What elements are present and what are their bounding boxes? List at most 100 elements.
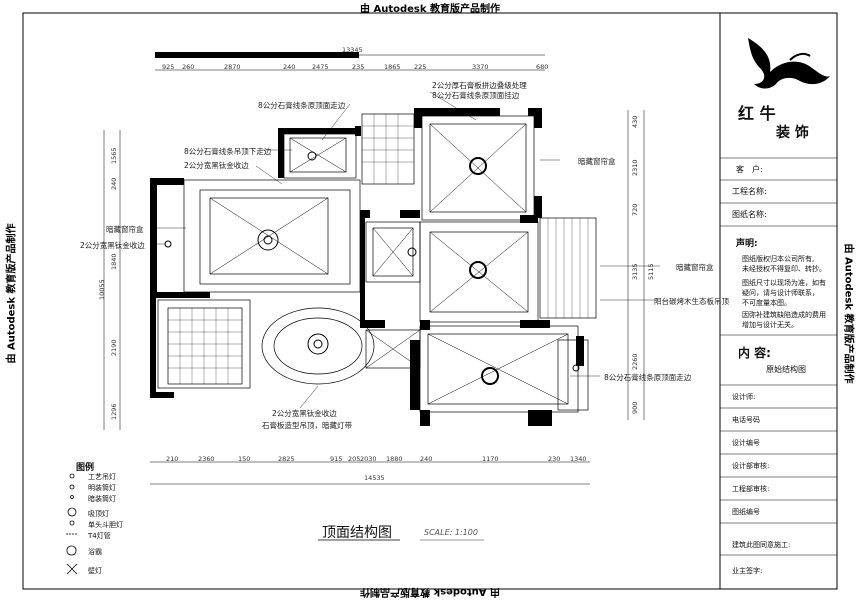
dim-bottom: 1340 (570, 455, 587, 463)
title-block-rows (720, 157, 837, 556)
drawing-title: 顶面结构图 (322, 525, 392, 541)
content-label: 内 容: (738, 346, 771, 360)
dim-bottom: 205 (348, 455, 361, 463)
phone-label: 电话号码 (732, 416, 760, 424)
recessed-downlight-icon (70, 495, 74, 499)
dim-right: 5115 (647, 263, 655, 280)
legend-title: 图例 (76, 463, 95, 473)
dim-top: 260 (182, 63, 195, 71)
dimension-lines (103, 54, 645, 485)
declaration-line: 图纸尺寸以现场为准，如有 (742, 279, 826, 287)
dim-bottom: 1170 (482, 455, 499, 463)
bull-logo (748, 38, 830, 89)
declaration-line: 未经授权不得复印、转抄。 (742, 265, 826, 273)
dim-right: 720 (631, 203, 639, 216)
dim-bottom: 2360 (198, 455, 215, 463)
dim-top: 225 (414, 63, 427, 71)
ceiling-light-icon (67, 507, 77, 517)
drawing-name-label: 图纸名称: (732, 210, 767, 219)
legend-item: 明装筒灯 (88, 484, 116, 492)
declaration-title: 声明: (736, 239, 758, 249)
light-fixtures (164, 151, 580, 385)
declaration-line: 不可度量本图。 (742, 299, 791, 307)
dim-top: 3370 (472, 63, 489, 71)
dim-top: 1865 (384, 63, 401, 71)
walls (150, 52, 584, 426)
dim-top: 240 (283, 63, 296, 71)
declaration-line: 增加与设计无关。 (742, 321, 798, 329)
sheet-frame (22, 12, 838, 590)
brand-name: 红 牛 (738, 104, 776, 123)
legend-item: 单头斗胆灯 (88, 521, 123, 529)
dim-left: 1840 (110, 253, 118, 270)
legend-symbols (66, 473, 78, 575)
dim-right: 430 (631, 115, 639, 128)
dim-bottom: 150 (238, 455, 251, 463)
content-value: 原始结构图 (766, 365, 806, 374)
owner-sign-label: 业主签字: (732, 567, 763, 575)
annotation: 2公分宽黑钛金收边 (184, 161, 249, 170)
declaration-line: 因弥补建筑缺陷造成的费用 (742, 311, 826, 319)
leader-lines (150, 91, 660, 409)
legend-item: T4灯管 (88, 532, 111, 540)
annotation: 暗藏窗帘盒 (106, 225, 144, 234)
declaration-line: 图纸版权归本公司所有, (742, 255, 815, 263)
dim-total-height: 10055 (98, 279, 106, 300)
dim-top: 925 (162, 63, 175, 71)
dim-right: 2310 (631, 159, 639, 176)
annotation: 8公分石膏线条原顶面挂边 (432, 91, 520, 100)
project-label: 工程名称: (732, 187, 767, 196)
dim-total-top: 13345 (342, 46, 363, 54)
wall-light-icon (66, 563, 78, 575)
legend-item: 暗装筒灯 (88, 495, 116, 503)
design-no-label: 设计编号 (732, 439, 760, 447)
annotation: 8公分石膏线条原顶面走边 (604, 373, 692, 382)
dim-bottom: 210 (166, 455, 179, 463)
design-review-label: 设计部审核: (732, 462, 770, 470)
annotation: 暗藏窗帘盒 (578, 157, 616, 166)
ceiling-diagonals (209, 123, 569, 405)
spotlight-icon (69, 520, 75, 526)
room-outlines (157, 113, 597, 413)
watermark-top: 由 Autodesk 教育版产品制作 (359, 4, 500, 15)
drawing-scale: SCALE: 1:100 (424, 528, 478, 537)
pendant-light-icon (69, 473, 75, 479)
dim-bottom: 240 (420, 455, 433, 463)
tile-grids (168, 114, 589, 384)
dim-left: 240 (110, 177, 118, 190)
annotation: 8公分石膏线条原顶面走边 (258, 101, 346, 110)
legend-item: 工艺吊灯 (88, 473, 116, 481)
dim-left: 1296 (110, 403, 118, 420)
dim-right: 3135 (631, 263, 639, 280)
dim-bottom: 2825 (278, 455, 295, 463)
dim-right: 900 (631, 401, 639, 414)
dim-right: 2260 (631, 353, 639, 370)
annotation: 2公分宽黑钛金收边 (272, 409, 337, 418)
annotation: 石膏板造型吊顶，暗藏灯带 (262, 421, 352, 430)
legend-item: 壁灯 (88, 567, 102, 575)
confirm-label: 建筑此图同意施工: (732, 541, 791, 549)
legend-item: 吸顶灯 (88, 510, 109, 518)
client-label: 客 户: (736, 165, 763, 174)
designer-label: 设计师: (732, 393, 756, 401)
drawing-no-label: 图纸编号 (732, 508, 760, 516)
dim-top: 235 (352, 63, 365, 71)
annotation: 2公分宽黑钛金收边 (80, 241, 145, 250)
dim-top: 680 (536, 63, 549, 71)
brand-sub: 装 饰 (776, 125, 809, 141)
dim-bottom: 2030 (360, 455, 377, 463)
dim-bottom: 915 (330, 455, 343, 463)
bath-heater-icon (66, 545, 77, 556)
dim-total-bottom: 14535 (364, 474, 385, 482)
dim-top: 2475 (312, 63, 329, 71)
annotation: 2公分厚石膏板拼边叠级处理 (432, 81, 527, 90)
engineering-review-label: 工程部审核: (732, 485, 770, 493)
dim-bottom: 1880 (386, 455, 403, 463)
surface-downlight-icon (69, 484, 75, 490)
dim-left: 2190 (110, 339, 118, 356)
annotation: 阳台碳烤木生态板吊顶 (654, 297, 729, 306)
declaration-line: 疑问，请与设计师联系， (742, 289, 819, 297)
legend-item: 浴霸 (88, 548, 102, 556)
dim-top: 2870 (224, 63, 241, 71)
